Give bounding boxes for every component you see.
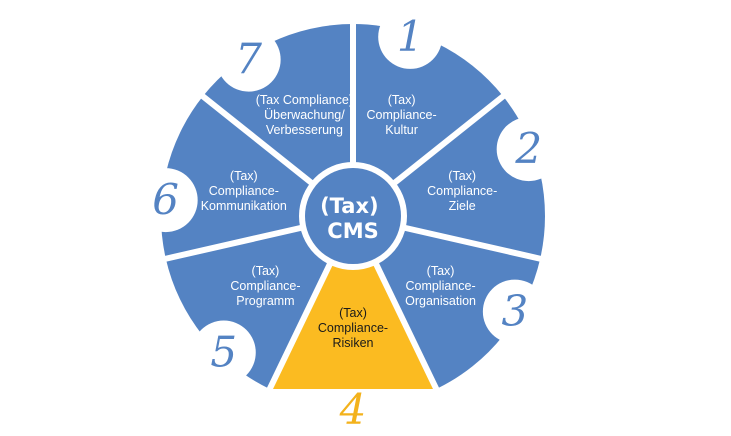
segment-label-7-line-2: Überwachung/ [264, 108, 345, 122]
segment-number-5: 5 [210, 328, 237, 377]
segment-divider-6 [161, 224, 305, 263]
segment-divider-5 [265, 259, 335, 394]
segment-label-3-line-3: Organisation [405, 294, 476, 308]
segment-label-1-line-3: Kultur [385, 123, 418, 137]
number-badge-5 [191, 320, 256, 385]
hub-label: (Tax) CMS [320, 194, 386, 243]
number-badge-1 [378, 4, 443, 69]
segment-label-5-line-2: Compliance- [230, 279, 300, 293]
segment-label-1-line-2: Compliance- [367, 108, 437, 122]
segment-label-2-line-1: (Tax) [448, 169, 476, 183]
segment-label-2-line-2: Compliance- [427, 184, 497, 198]
segment-3 [375, 227, 541, 389]
segment-number-1: 1 [397, 12, 424, 61]
segment-number-2: 2 [514, 124, 542, 173]
segment-number-4: 4 [339, 385, 367, 434]
segment-label-5-line-3: Programm [236, 294, 294, 308]
segment-divider-2 [390, 91, 509, 188]
hub-label-line-1: (Tax) [320, 194, 379, 218]
segment-label-7-line-3: Verbesserung [266, 123, 343, 137]
segment-number-7: 7 [235, 35, 262, 84]
segment-divider-7 [197, 91, 316, 188]
segment-label-6-line-3: Kommunikation [201, 199, 287, 213]
segment-label-2: (Tax)Compliance-Ziele [427, 169, 497, 213]
hub-circle [305, 168, 401, 264]
segment-label-3-line-1: (Tax) [427, 264, 455, 278]
number-badge-7 [216, 27, 281, 92]
segment-label-5: (Tax)Compliance-Programm [230, 264, 300, 308]
segment-label-4-line-3: Risiken [333, 336, 374, 350]
number-badges-layer: 1 2 3 4 5 6 7 [133, 4, 561, 434]
number-badge-2 [496, 117, 561, 182]
segment-4 [269, 262, 437, 389]
segment-label-5-line-1: (Tax) [252, 264, 280, 278]
segment-5 [165, 227, 331, 389]
hub-label-line-2: CMS [327, 219, 378, 243]
segment-number-6: 6 [152, 175, 179, 224]
segment-label-7-line-1: (Tax Compliance) [256, 93, 353, 107]
segment-label-2-line-3: Ziele [449, 199, 476, 213]
segment-label-1-line-1: (Tax) [388, 93, 416, 107]
segment-label-4-line-2: Compliance- [318, 321, 388, 335]
segment-label-1: (Tax)Compliance-Kultur [367, 93, 437, 137]
segment-1 [353, 24, 504, 184]
segment-6 [160, 96, 313, 259]
segment-label-6-line-1: (Tax) [230, 169, 258, 183]
segment-label-3-line-2: Compliance- [405, 279, 475, 293]
segment-divider-3 [401, 224, 545, 263]
center-hub: (Tax) CMS [305, 168, 401, 264]
segment-label-6: (Tax)Compliance-Kommunikation [201, 169, 287, 213]
number-badge-3 [482, 279, 547, 344]
segment-label-7: (Tax Compliance)Überwachung/Verbesserung [256, 93, 353, 137]
segment-label-6-line-2: Compliance- [209, 184, 279, 198]
segment-label-3: (Tax)Compliance-Organisation [405, 264, 476, 308]
segment-label-4: (Tax)Compliance-Risiken [318, 306, 388, 350]
segment-label-4-line-1: (Tax) [339, 306, 367, 320]
segment-divider-4 [371, 259, 441, 394]
number-badge-6 [133, 168, 198, 233]
segment-number-3: 3 [502, 287, 529, 336]
